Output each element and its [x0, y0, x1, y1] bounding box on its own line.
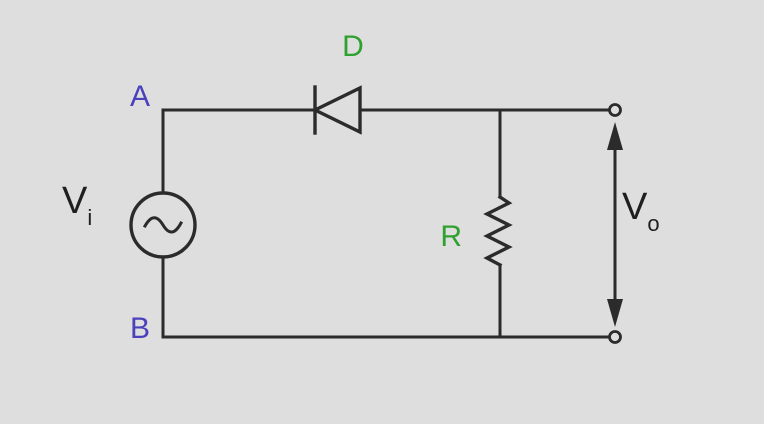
input-voltage-label: Vi [62, 180, 92, 230]
diode [311, 85, 362, 135]
output-arrow [607, 122, 623, 327]
output-voltage-label: Vo [622, 186, 660, 236]
output-terminal-top [608, 103, 622, 117]
node-a-label: A [130, 80, 150, 113]
ac-source-circle [129, 191, 197, 259]
resistor-zigzag [483, 194, 513, 268]
output-voltage-main: V [622, 186, 648, 228]
node-b-label: B [130, 312, 150, 345]
resistor-label: R [440, 220, 462, 253]
arrow-down-icon [607, 299, 623, 327]
arrow-up-icon [607, 122, 623, 150]
wires [161, 108, 611, 339]
resistor [483, 194, 513, 268]
input-voltage-sub: i [87, 205, 92, 230]
ac-source [129, 191, 197, 259]
diode-triangle [311, 85, 362, 135]
input-voltage-main: V [62, 180, 88, 222]
output-voltage-sub: o [647, 211, 659, 236]
diode-label: D [342, 30, 364, 63]
sine-wave-icon [142, 216, 184, 234]
output-terminal-bottom [608, 330, 622, 344]
